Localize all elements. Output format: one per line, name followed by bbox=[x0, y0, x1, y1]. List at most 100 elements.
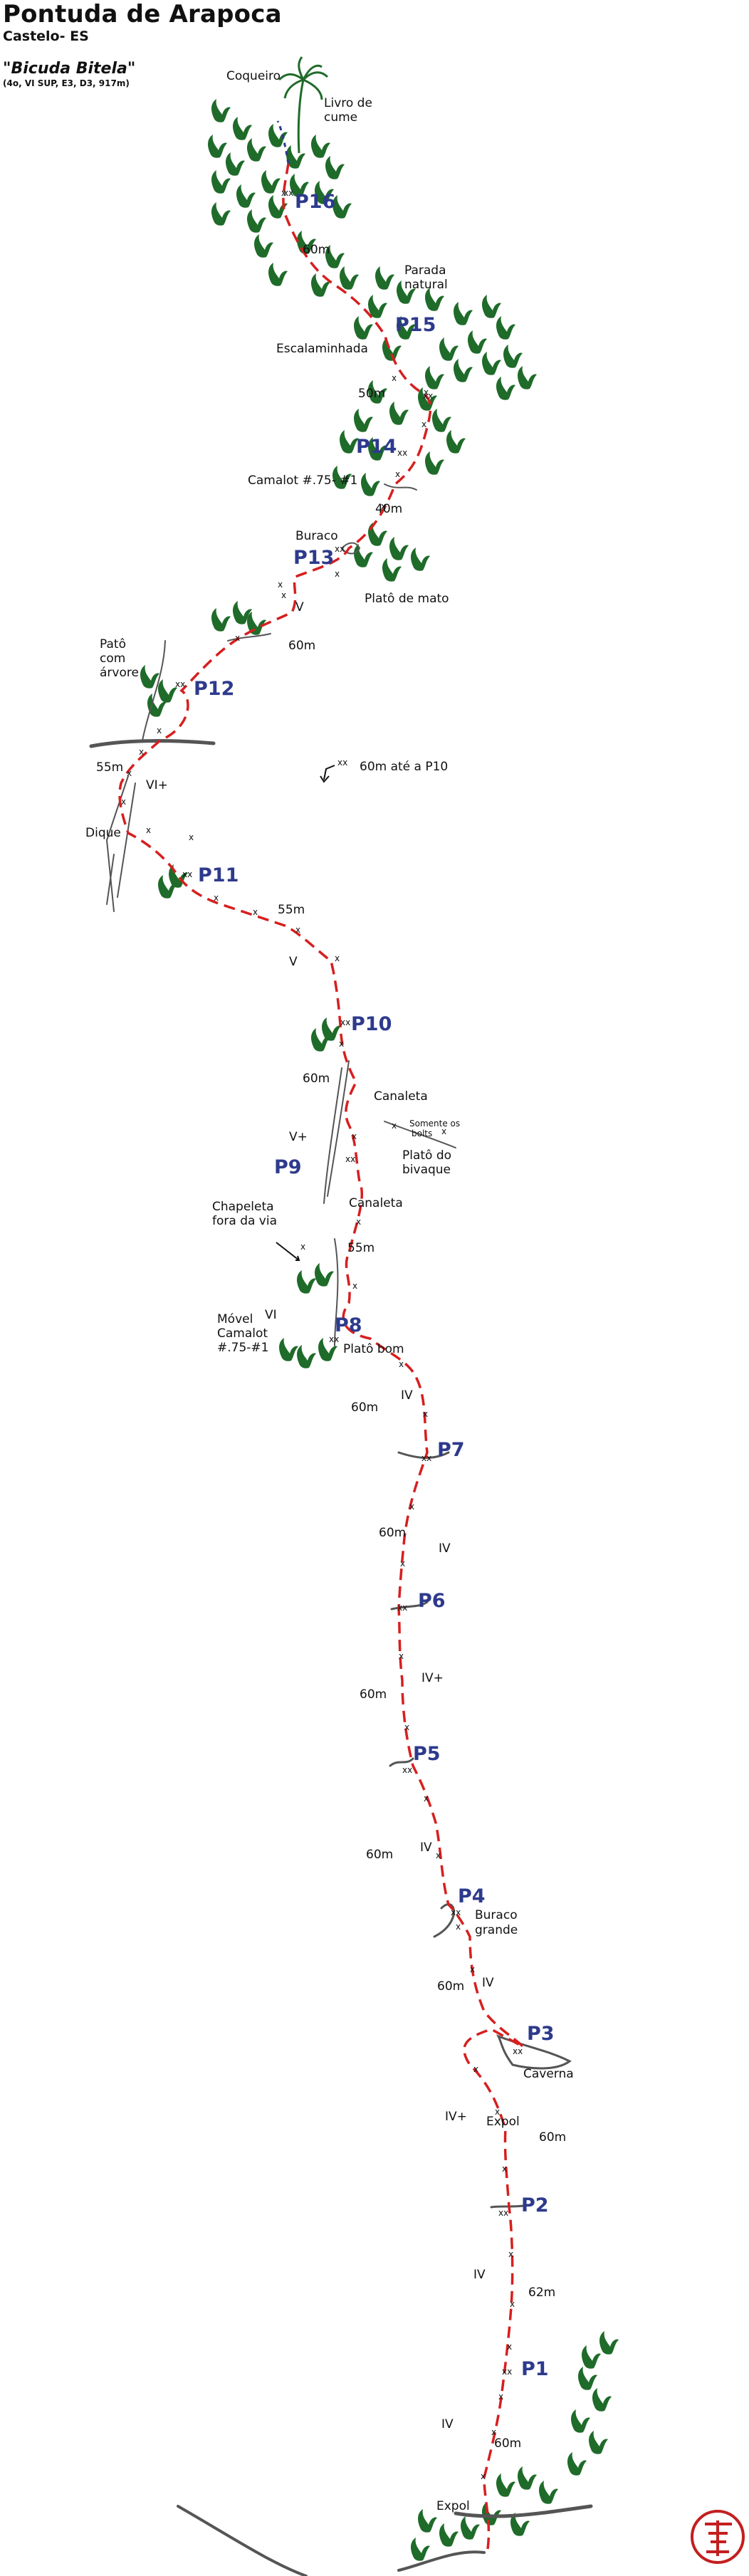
grade: VI+ bbox=[146, 778, 168, 792]
double-bolt-mark: xx bbox=[402, 1765, 412, 1775]
bolt-mark: x bbox=[473, 2064, 478, 2074]
bolt-mark: x bbox=[508, 2249, 513, 2259]
pointer-arrows bbox=[276, 765, 335, 1261]
label-dique: Dique bbox=[85, 826, 121, 840]
double-bolt-mark: xx bbox=[397, 1603, 407, 1613]
bolt-mark: x bbox=[456, 1922, 461, 1932]
bolt-mark: x bbox=[157, 726, 162, 735]
bolt-mark: x bbox=[423, 1409, 428, 1419]
bolt-mark: x bbox=[121, 797, 126, 807]
bolt-markers: x x x x x x x x x x x x x x x x x x x x … bbox=[121, 188, 515, 2481]
label-plato-mato: Platô de mato bbox=[365, 592, 449, 606]
label-camalot: Camalot #.75- #1 bbox=[248, 473, 357, 488]
label-movel-3: #.75-#1 bbox=[217, 1341, 268, 1355]
belay-p4: P4 bbox=[458, 1885, 486, 1907]
double-bolt-mark: xx bbox=[502, 2367, 512, 2377]
bolt-mark: x bbox=[495, 2107, 500, 2117]
pitch-length: 60m bbox=[303, 243, 330, 257]
bolt-mark: x bbox=[352, 1131, 357, 1141]
label-plato-bivaque-1: Platô do bbox=[402, 1148, 451, 1163]
belay-p3: P3 bbox=[527, 2023, 555, 2045]
bolt-mark: x bbox=[214, 893, 219, 903]
label-60m-ate-p10: 60m até a P10 bbox=[360, 760, 448, 774]
grade: IV bbox=[482, 1976, 494, 1990]
double-bolt-mark: xx bbox=[513, 2046, 523, 2056]
double-bolt-mark: xx bbox=[329, 1334, 339, 1344]
pitch-length: 62m bbox=[528, 2286, 555, 2300]
label-plato-arvore-1: Patô bbox=[100, 637, 126, 651]
double-bolt-mark: xx bbox=[423, 391, 433, 401]
label-buraco-grande-2: grande bbox=[475, 1923, 518, 1937]
pitch-length: 55m bbox=[278, 903, 305, 917]
rock-features bbox=[89, 483, 593, 2576]
palm-tree-icon bbox=[278, 56, 329, 154]
grade: IV bbox=[441, 2417, 454, 2431]
bolt-mark: x bbox=[235, 633, 240, 643]
double-bolt-mark: xx bbox=[451, 1907, 461, 1917]
bolt-mark: x bbox=[470, 1964, 475, 1974]
double-bolt-mark: xx bbox=[498, 2208, 508, 2218]
belay-p15: P15 bbox=[395, 314, 436, 336]
bolt-mark: x bbox=[424, 387, 429, 397]
label-movel-2: Camalot bbox=[217, 1326, 268, 1341]
annotations: Coqueiro Livro de cume Parada natural Es… bbox=[85, 69, 574, 2513]
route-info: (4o, VI SUP, E3, D3, 917m) bbox=[3, 78, 130, 88]
bolt-mark: x bbox=[400, 1559, 405, 1569]
route-name: "Bicuda Bitela" bbox=[3, 60, 136, 78]
label-coqueiro: Coqueiro bbox=[226, 69, 281, 83]
belay-p1: P1 bbox=[521, 2358, 549, 2380]
label-canaleta-lower: Canaleta bbox=[349, 1196, 403, 1210]
page-title: Pontuda de Arapoca bbox=[3, 0, 282, 28]
bolt-mark: x bbox=[395, 469, 400, 479]
bolt-mark: x bbox=[399, 1651, 404, 1661]
belay-p14: P14 bbox=[356, 436, 397, 458]
grade: IV bbox=[420, 1841, 432, 1855]
bolt-mark: x bbox=[502, 2164, 507, 2174]
bolt-mark: x bbox=[281, 590, 286, 600]
pitch-length: 40m bbox=[375, 502, 402, 516]
bolt-mark: x bbox=[253, 907, 258, 917]
grade: V bbox=[289, 955, 298, 969]
pitch-length: 50m bbox=[358, 387, 385, 401]
label-caverna: Caverna bbox=[523, 2067, 574, 2081]
grade: VI bbox=[265, 1308, 277, 1322]
bolt-mark: x bbox=[424, 1794, 429, 1803]
label-livro-cume-1: Livro de bbox=[324, 96, 372, 110]
label-somente-bolts-2: bolts bbox=[412, 1129, 432, 1138]
pitch-length: 60m bbox=[303, 1072, 330, 1086]
belay-p5: P5 bbox=[413, 1743, 441, 1765]
stamp-logo bbox=[691, 2510, 745, 2564]
label-parada-natural-1: Parada bbox=[404, 263, 446, 278]
double-bolt-mark: xx bbox=[175, 679, 185, 689]
double-bolt-mark: xx bbox=[345, 1154, 355, 1164]
double-bolt-mark: xx bbox=[182, 869, 192, 879]
pitch-length: 60m bbox=[360, 1687, 387, 1702]
label-plato-arvore-2: com bbox=[100, 651, 125, 666]
pitch-grades: IV IV IV+ IV IV IV+ IV IV VI V+ V VI+ V bbox=[146, 600, 494, 2431]
double-bolt-mark: xx bbox=[421, 1453, 431, 1463]
bolt-mark: x bbox=[139, 747, 144, 757]
bolt-mark: x bbox=[392, 373, 397, 383]
bolt-mark: x bbox=[335, 569, 340, 579]
bolt-mark: x bbox=[421, 419, 426, 429]
bolt-mark: x bbox=[404, 1722, 409, 1732]
label-escalaminhada: Escalaminhada bbox=[276, 342, 368, 356]
bolt-mark: x bbox=[510, 2299, 515, 2309]
belay-labels: P1 P2 P3 P4 P5 P6 P7 P8 P9 P10 P11 P12 P… bbox=[194, 191, 555, 2380]
double-bolt-mark: xx bbox=[397, 448, 407, 458]
label-buraco: Buraco bbox=[295, 529, 338, 543]
belay-double-bolts: xx xx xx xx xx xx xx xx xx xx xx xx xx x… bbox=[175, 188, 523, 2377]
bolt-mark: x bbox=[491, 2427, 496, 2437]
bolt-mark: x bbox=[356, 1217, 361, 1227]
page-subtitle: Castelo- ES bbox=[3, 28, 89, 44]
grade: V bbox=[295, 600, 304, 614]
belay-p12: P12 bbox=[194, 678, 234, 700]
bolt-mark: x bbox=[352, 1281, 357, 1291]
double-bolt-mark: xx bbox=[337, 758, 347, 768]
bolt-mark: x bbox=[127, 768, 132, 778]
grade: V+ bbox=[289, 1130, 308, 1144]
double-bolt-mark: xx bbox=[335, 544, 345, 554]
pitch-length: 60m bbox=[366, 1848, 393, 1862]
bolt-mark: x bbox=[481, 2471, 486, 2481]
label-plato-bom: Platô bom bbox=[343, 1342, 404, 1356]
